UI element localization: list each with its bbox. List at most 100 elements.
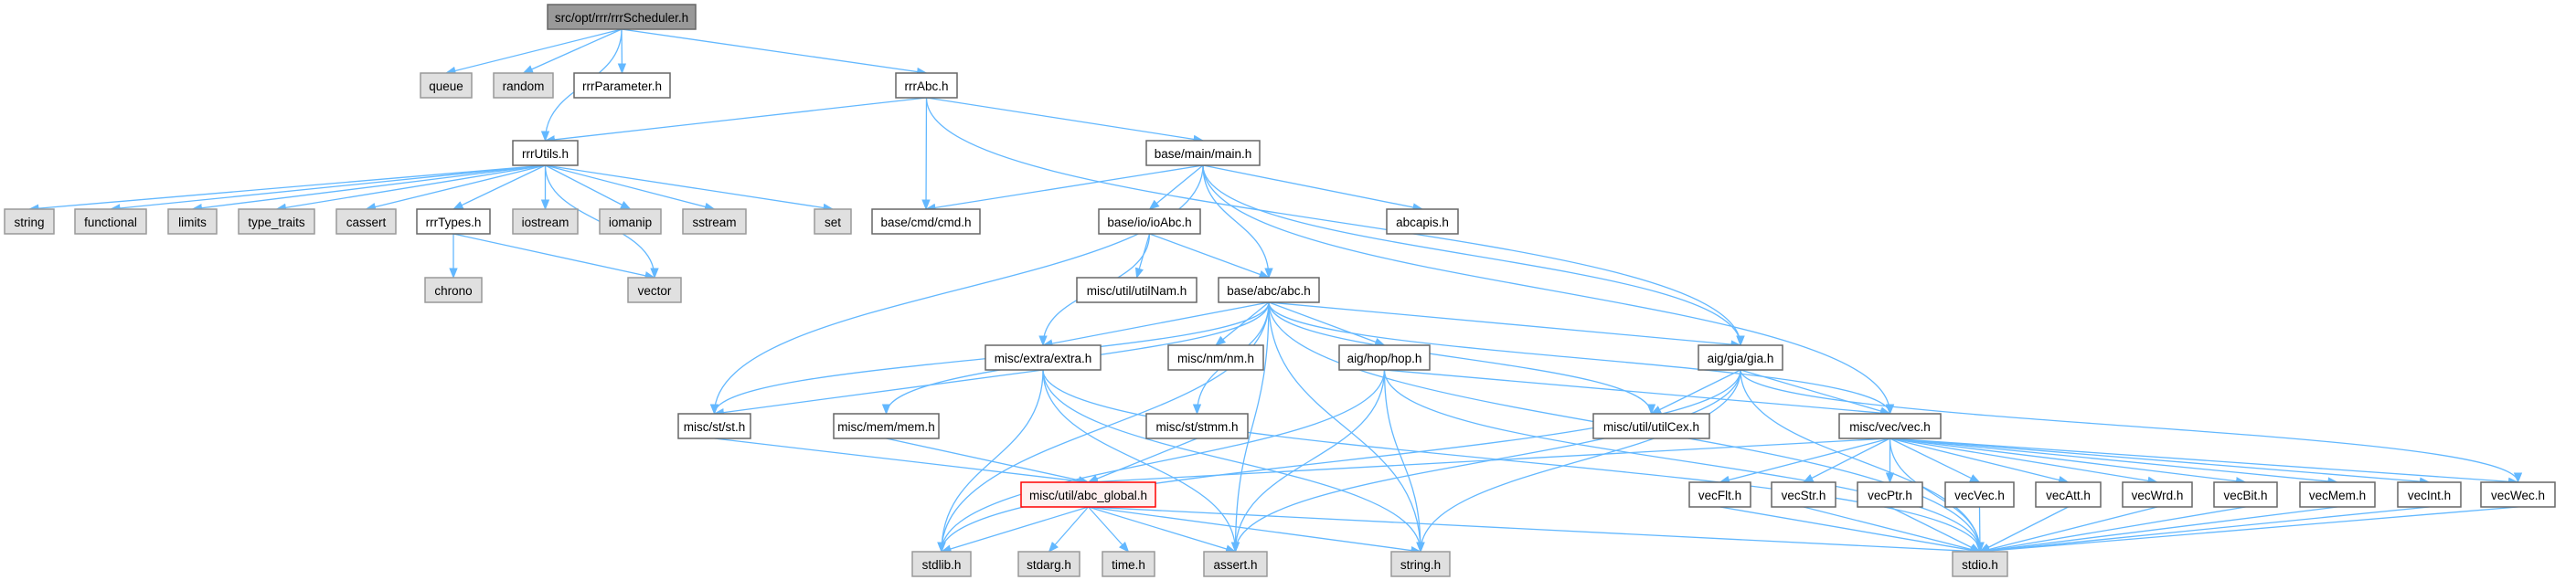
node-rrrtypes-h[interactable]: rrrTypes.h [416,208,491,235]
edge-vecbit-h-to-stdio-h [1978,506,2246,554]
edge-misc-util-abc-global-h-to-stdlib-h [940,506,1089,554]
node-abcapis-h[interactable]: abcapis.h [1386,208,1459,235]
node-label: cassert [346,216,387,229]
node-misc-st-stmm-h[interactable]: misc/st/stmm.h [1145,413,1249,439]
node-label: vector [638,284,672,298]
node-stdio-h: stdio.h [1952,551,2008,577]
node-label: stdlib.h [922,558,962,572]
node-box [1390,551,1451,577]
node-box [1218,277,1320,303]
node-base-io-ioabc-h[interactable]: base/io/ioAbc.h [1098,208,1201,235]
node-box [814,208,852,235]
node-misc-mem-mem-h[interactable]: misc/mem/mem.h [833,413,940,439]
node-label: vecBit.h [2223,489,2267,502]
edge-vecwec-h-to-stdio-h [1978,506,2518,555]
node-misc-util-abc-global-h[interactable]: misc/util/abc_global.h [1020,481,1156,508]
node-label: random [503,79,545,93]
node-label: set [825,216,841,229]
node-vecwrd-h[interactable]: vecWrd.h [2122,481,2193,508]
node-base-cmd-cmd-h[interactable]: base/cmd/cmd.h [871,208,981,235]
node-rrrabc-h[interactable]: rrrAbc.h [895,72,958,99]
node-label: misc/mem/mem.h [837,420,935,434]
edge-base-io-ioabc-h-to-base-abc-abc-h [1149,233,1271,279]
node-misc-util-utilcex-h[interactable]: misc/util/utilCex.h [1592,413,1710,439]
node-box [1386,208,1459,235]
edge-base-abc-abc-h-to-aig-hop-hop-h [1268,301,1386,346]
node-rrrparameter-h[interactable]: rrrParameter.h [573,72,671,99]
node-box [871,208,981,235]
node-vecatt-h[interactable]: vecAtt.h [2035,481,2102,508]
edge-rrrutils-h-to-set [545,164,835,213]
node-box [1338,344,1431,371]
node-misc-extra-extra-h[interactable]: misc/extra/extra.h [985,344,1102,371]
edge-vecptr-h-to-stdio-h [1889,506,1982,553]
node-label: misc/util/abc_global.h [1029,489,1147,502]
node-label: misc/nm/nm.h [1177,352,1254,365]
edge-base-abc-abc-h-to-string-h [1268,301,1425,554]
edge-rrrabc-h-to-aig-gia-gia-h [925,97,1745,347]
node-label: limits [178,216,207,229]
node-queue: queue [420,72,473,99]
node-box [1838,413,1942,439]
edge-misc-vec-vec-h-to-vecbit-h [1889,438,2247,486]
edge-aig-hop-hop-h-to-stdlib-h [937,369,1386,554]
node-vecstr-h[interactable]: vecStr.h [1771,481,1836,508]
node-misc-st-st-h[interactable]: misc/st/st.h [677,413,751,439]
node-box [238,208,315,235]
edge-src-opt-rrr-rrrscheduler-h-to-random [522,28,623,74]
node-misc-util-utilnam-h[interactable]: misc/util/utilNam.h [1076,277,1198,303]
edge-misc-util-abc-global-h-to-time-h [1088,506,1130,553]
node-base-abc-abc-h[interactable]: base/abc/abc.h [1218,277,1320,303]
edge-rrrutils-h-to-iomanip [545,164,632,210]
edge-misc-mem-mem-h-to-misc-util-abc-global-h [886,438,1090,485]
node-label: base/main/main.h [1155,147,1252,161]
node-label: rrrTypes.h [426,216,482,229]
node-random: random [493,72,554,99]
node-label: iomanip [609,216,652,229]
node-label: stdarg.h [1027,558,1071,572]
nodes: src/opt/rrr/rrrScheduler.h queue random rrr… [4,4,2556,577]
edge-misc-extra-extra-h-to-misc-st-st-h [713,369,1044,417]
edge-vecflt-h-to-stdio-h [1719,506,1982,554]
node-functional: functional [74,208,147,235]
node-base-main-main-h[interactable]: base/main/main.h [1145,140,1261,166]
node-box [1688,481,1751,508]
node-vecmem-h[interactable]: vecMem.h [2299,481,2376,508]
node-label: vecFlt.h [1698,489,1741,502]
node-aig-gia-gia-h[interactable]: aig/gia/gia.h [1698,344,1783,371]
node-sstream: sstream [682,208,747,235]
node-vecptr-h[interactable]: vecPtr.h [1857,481,1923,508]
node-label: sstream [692,216,736,229]
edge-base-main-main-h-to-base-abc-abc-h [1202,164,1273,279]
edge-misc-st-stmm-h-to-misc-util-abc-global-h [1087,438,1198,483]
node-misc-nm-nm-h[interactable]: misc/nm/nm.h [1167,344,1264,371]
node-box [2299,481,2376,508]
edge-rrrutils-h-to-string [27,164,546,213]
node-vecint-h[interactable]: vecInt.h [2397,481,2462,508]
node-label: iostream [522,216,569,229]
node-box [1145,140,1261,166]
node-box [627,277,682,303]
node-box [911,551,972,577]
edge-src-opt-rrr-rrrscheduler-h-to-queue [444,28,623,75]
edge-rrrutils-h-to-rrrtypes-h [452,164,546,210]
edge-misc-util-abc-global-h-to-assert-h [1088,506,1237,554]
node-vecwec-h[interactable]: vecWec.h [2480,481,2556,508]
node-vecvec-h[interactable]: vecVec.h [1944,481,2015,508]
node-box [167,208,218,235]
node-aig-hop-hop-h[interactable]: aig/hop/hop.h [1338,344,1431,371]
edge-misc-extra-extra-h-to-stdlib-h [937,369,1044,554]
node-box [1857,481,1923,508]
edge-base-main-main-h-to-aig-gia-gia-h [1202,164,1745,347]
node-misc-vec-vec-h[interactable]: misc/vec/vec.h [1838,413,1942,439]
node-vecflt-h[interactable]: vecFlt.h [1688,481,1751,508]
node-vecbit-h[interactable]: vecBit.h [2213,481,2278,508]
edge-misc-vec-vec-h-to-stdio-h [1889,438,1985,554]
node-chrono: chrono [424,277,483,303]
node-src-opt-rrr-rrrscheduler-h[interactable]: src/opt/rrr/rrrScheduler.h [547,4,697,30]
node-rrrutils-h[interactable]: rrrUtils.h [512,140,579,166]
edge-base-main-main-h-to-base-io-ioabc-h [1148,164,1204,210]
node-label: assert.h [1213,558,1257,572]
node-type-traits: type_traits [238,208,315,235]
node-cassert: cassert [335,208,397,235]
